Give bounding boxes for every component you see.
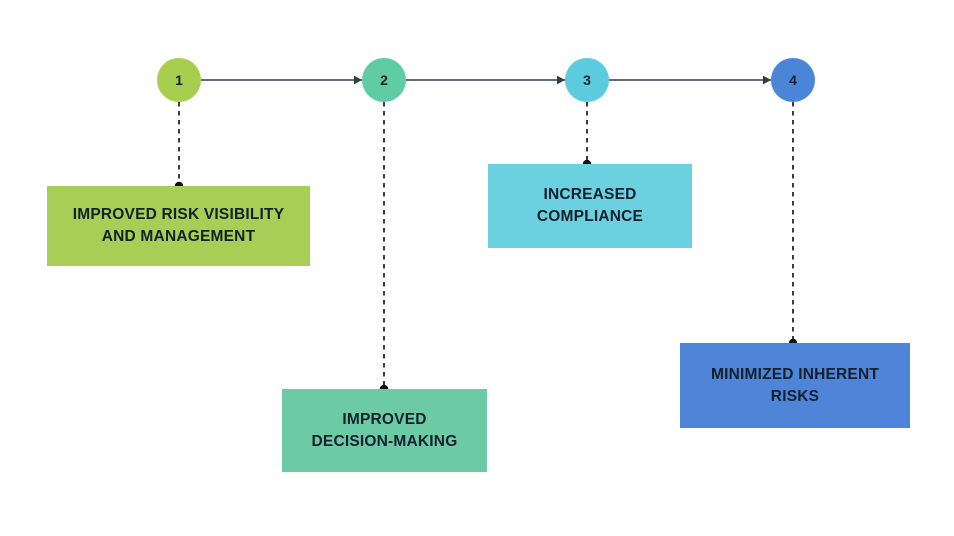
timeline-node-number-4: 4 (789, 72, 797, 88)
benefit-card-4[interactable]: MINIMIZED INHERENT RISKS (680, 343, 910, 428)
timeline-node-3[interactable]: 3 (565, 58, 609, 102)
benefit-card-4-label: MINIMIZED INHERENT RISKS (710, 365, 880, 405)
benefit-card-2-label: IMPROVED DECISION-MAKING (311, 410, 458, 450)
timeline-node-2[interactable]: 2 (362, 58, 406, 102)
timeline-node-1[interactable]: 1 (157, 58, 201, 102)
timeline-node-number-2: 2 (380, 72, 388, 88)
benefit-card-1[interactable]: IMPROVED RISK VISIBILITY AND MANAGEMENT (47, 186, 310, 266)
benefit-card-3[interactable]: INCREASED COMPLIANCE (488, 164, 692, 248)
timeline-node-number-1: 1 (175, 72, 183, 88)
timeline-node-number-3: 3 (583, 72, 591, 88)
benefit-card-2[interactable]: IMPROVED DECISION-MAKING (282, 389, 487, 472)
benefit-card-3-label: INCREASED COMPLIANCE (536, 186, 644, 225)
benefit-card-1-label: IMPROVED RISK VISIBILITY AND MANAGEMENT (72, 206, 285, 245)
arrow-1-to-2 (354, 75, 362, 85)
timeline-node-4[interactable]: 4 (771, 58, 815, 102)
arrow-2-to-3 (557, 75, 565, 85)
arrow-3-to-4 (763, 75, 771, 85)
